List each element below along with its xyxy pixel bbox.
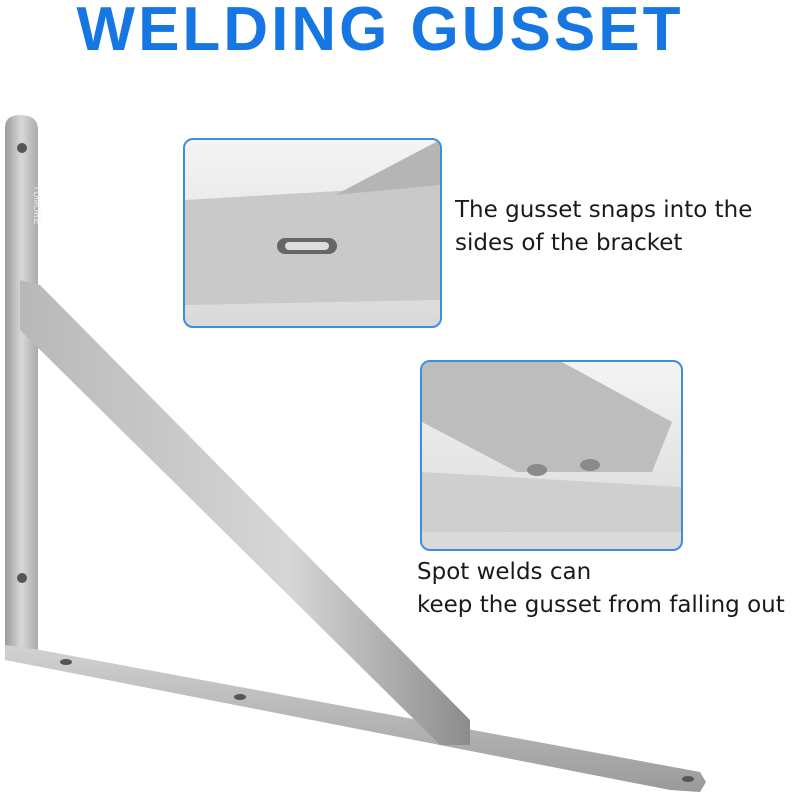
screw-hole-icon [682,776,694,782]
callout-spot-welds: Spot welds can keep the gusset from fall… [417,556,785,622]
callout-line: The gusset snaps into the [455,197,753,223]
inset-gusset-slot [183,138,442,328]
callout-line: keep the gusset from falling out [417,592,785,618]
callout-line: Spot welds can [417,559,592,585]
spot-welds-closeup [422,362,681,532]
bracket-gusset-brace [20,280,470,745]
screw-hole-icon [17,573,27,583]
bracket-horizontal-arm [5,645,706,792]
gusset-slot-closeup [185,140,440,305]
screw-hole-icon [17,143,27,153]
callout-snap-in: The gusset snaps into the sides of the b… [455,194,752,260]
inset-spot-welds [420,360,683,551]
screw-hole-icon [234,694,246,700]
brand-logo: YUMORE [32,185,42,225]
callout-line: sides of the bracket [455,230,683,256]
bracket-vertical-arm [5,115,38,650]
page-title: WELDING GUSSET [76,0,684,64]
screw-hole-icon [60,659,72,665]
